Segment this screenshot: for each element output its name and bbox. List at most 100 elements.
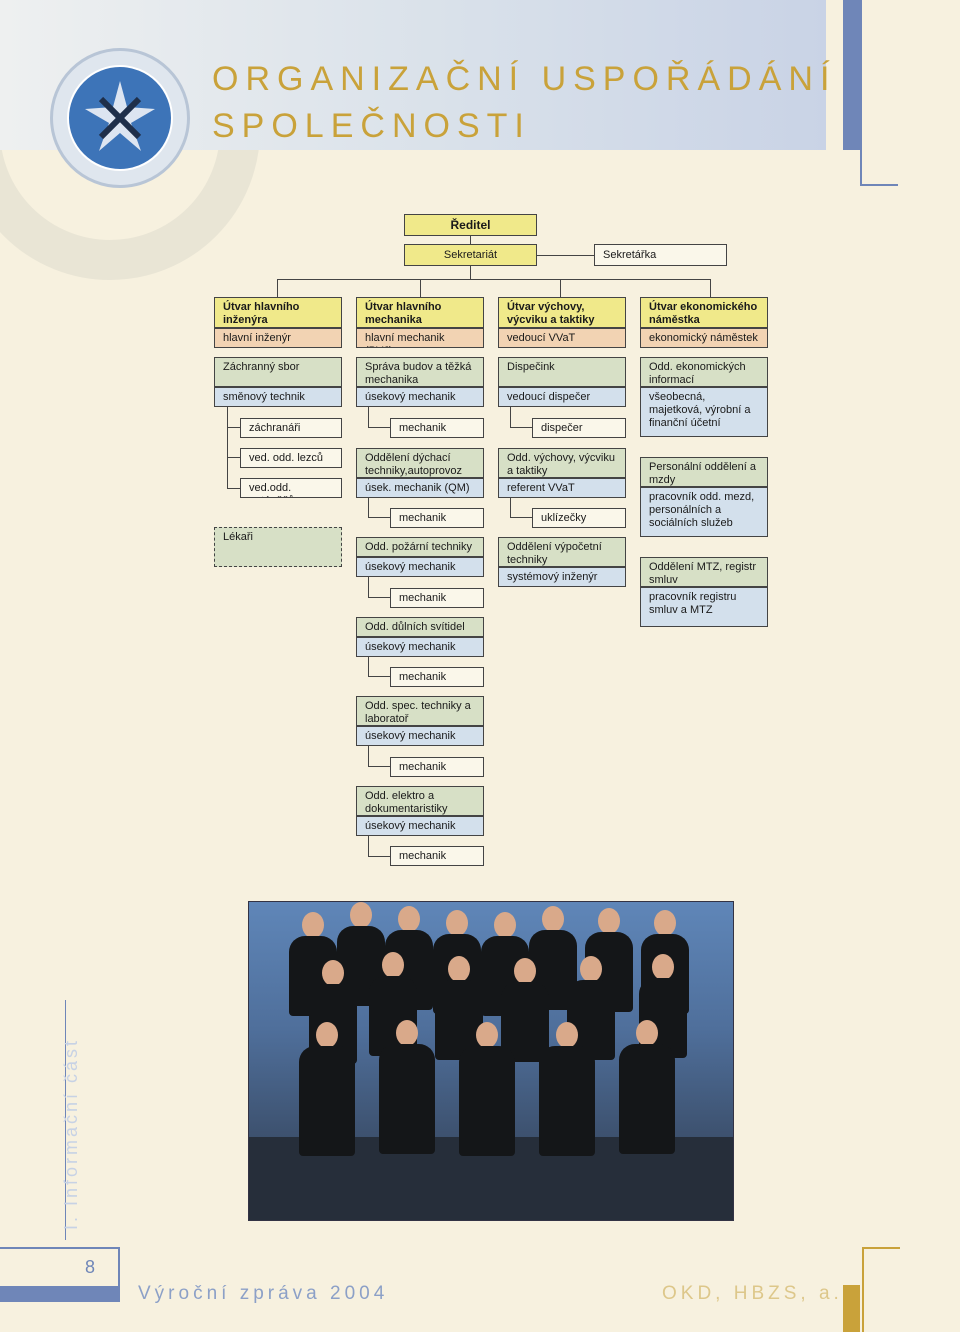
- crossed-hammers-icon: [85, 81, 155, 151]
- section-label-text: I. Informační část: [61, 1037, 81, 1230]
- connector: [227, 457, 240, 458]
- group-photo-icon: [248, 901, 734, 1221]
- connector: [277, 279, 710, 280]
- dispatch-box: Dispečink: [498, 357, 626, 387]
- mine-lamps-mechanic: mechanik: [390, 667, 484, 687]
- secretary-box: Sekretářka: [594, 244, 727, 266]
- fire-tech-mechanic: mechanik: [390, 588, 484, 608]
- shift-technician-box: směnový technik: [214, 387, 342, 407]
- dept-economic-role: ekonomický náměstek: [640, 328, 768, 348]
- dept-chief-mechanic: Útvar hlavního mechanika: [356, 297, 484, 328]
- footer-accent-bar: [0, 1286, 120, 1302]
- special-tech-role: úsekový mechanik: [356, 726, 484, 746]
- econ-info-role: všeobecná, majetková, výrobní a finanční…: [640, 387, 768, 437]
- footer-report-title: Výroční zpráva 2004: [138, 1283, 389, 1304]
- corner-frame-top-right: [860, 0, 898, 186]
- connector: [510, 407, 511, 428]
- dept-economic: Útvar ekonomického náměstka: [640, 297, 768, 328]
- connector: [277, 279, 278, 298]
- mine-lamps-box: Odd. důlních svítidel: [356, 617, 484, 637]
- connector: [368, 427, 390, 428]
- connector: [368, 407, 369, 428]
- director-box: Ředitel: [404, 214, 537, 236]
- person: [539, 1022, 595, 1156]
- doctors-box: Lékaři: [214, 527, 342, 567]
- connector: [368, 517, 390, 518]
- breathing-tech-box: Oddělení dýchací techniky,autoprovoz: [356, 448, 484, 478]
- special-tech-box: Odd. spec. techniky a laboratoř: [356, 696, 484, 726]
- breathing-tech-role: úsek. mechanik (QM): [356, 478, 484, 498]
- training-role: referent VVaT: [498, 478, 626, 498]
- person: [567, 956, 615, 1060]
- person: [369, 952, 417, 1056]
- connector: [470, 265, 471, 279]
- it-role: systémový inženýr: [498, 567, 626, 587]
- dept-training-role: vedoucí VVaT: [498, 328, 626, 348]
- footer-gold-bar: [843, 1285, 860, 1332]
- buildings-mechanic: mechanik: [390, 418, 484, 438]
- sidebar-line: [65, 1000, 66, 1240]
- dept-chief-engineer: Útvar hlavního inženýra: [214, 297, 342, 328]
- connector: [368, 597, 390, 598]
- special-tech-mechanic: mechanik: [390, 757, 484, 777]
- dept-chief-engineer-role: hlavní inženýr: [214, 328, 342, 348]
- connector: [368, 836, 369, 857]
- page-number: 8: [85, 1257, 96, 1277]
- mine-lamps-role: úsekový mechanik: [356, 637, 484, 657]
- header-accent-bar: [843, 0, 860, 150]
- corner-frame-bottom-right: [862, 1247, 900, 1332]
- person: [299, 1022, 355, 1156]
- title-line-2: SPOLEČNOSTI: [212, 107, 531, 145]
- rescue-corps-box: Záchranný sbor: [214, 357, 342, 387]
- connector: [368, 577, 369, 598]
- connector: [710, 279, 711, 298]
- cleaners-box: uklízečky: [532, 508, 626, 528]
- connector: [368, 656, 369, 677]
- connector: [227, 427, 240, 428]
- person: [379, 1020, 435, 1154]
- connector: [510, 517, 532, 518]
- logo-inner-circle: [67, 65, 173, 171]
- dept-chief-mechanic-role: hlavní mechanik (PVJ): [356, 328, 484, 348]
- connector: [368, 746, 369, 767]
- climbers-lead-box: ved. odd. lezců: [240, 448, 342, 468]
- mine-rescue-emblem-icon: [50, 48, 190, 188]
- mtz-role: pracovník registru smluv a MTZ: [640, 587, 768, 627]
- page-number-frame: [0, 1247, 120, 1297]
- connector: [470, 236, 471, 244]
- it-box: Oddělení výpočetní techniky: [498, 537, 626, 567]
- training-box: Odd. výchovy, výcviku a taktiky: [498, 448, 626, 478]
- connector: [227, 407, 228, 489]
- buildings-role: úsekový mechanik: [356, 387, 484, 407]
- econ-info-box: Odd. ekonomických informací: [640, 357, 768, 387]
- connector: [368, 676, 390, 677]
- buildings-box: Správa budov a těžká mechanika: [356, 357, 484, 387]
- connector: [420, 279, 421, 298]
- connector: [227, 488, 240, 489]
- fire-tech-role: úsekový mechanik: [356, 557, 484, 577]
- dept-training: Útvar výchovy, výcviku a taktiky: [498, 297, 626, 328]
- rescuers-box: záchranáři: [240, 418, 342, 438]
- connector: [368, 766, 390, 767]
- person: [459, 1022, 515, 1156]
- personnel-box: Personální oddělení a mzdy: [640, 457, 768, 487]
- connector: [368, 856, 390, 857]
- page-title: ORGANIZAČNÍ USPOŘÁDÁNÍ SPOLEČNOSTI: [212, 56, 836, 150]
- person: [619, 1020, 675, 1154]
- electro-box: Odd. elektro a dokumentaristiky: [356, 786, 484, 816]
- personnel-role: pracovník odd. mezd, personálních a soci…: [640, 487, 768, 537]
- dispatch-role: vedoucí dispečer: [498, 387, 626, 407]
- breathing-tech-mechanic: mechanik: [390, 508, 484, 528]
- section-label: I. Informační část: [55, 1037, 91, 1230]
- connector: [510, 427, 532, 428]
- title-line-1: ORGANIZAČNÍ USPOŘÁDÁNÍ: [212, 60, 837, 98]
- secretariat-box: Sekretariát: [404, 244, 537, 266]
- connector: [560, 279, 561, 298]
- electro-mechanic: mechanik: [390, 846, 484, 866]
- connector: [510, 497, 511, 518]
- connector: [537, 255, 594, 256]
- fire-tech-box: Odd. požární techniky: [356, 537, 484, 557]
- electro-role: úsekový mechanik: [356, 816, 484, 836]
- connector: [368, 497, 369, 518]
- divers-lead-box: ved.odd. potápěčů: [240, 478, 342, 498]
